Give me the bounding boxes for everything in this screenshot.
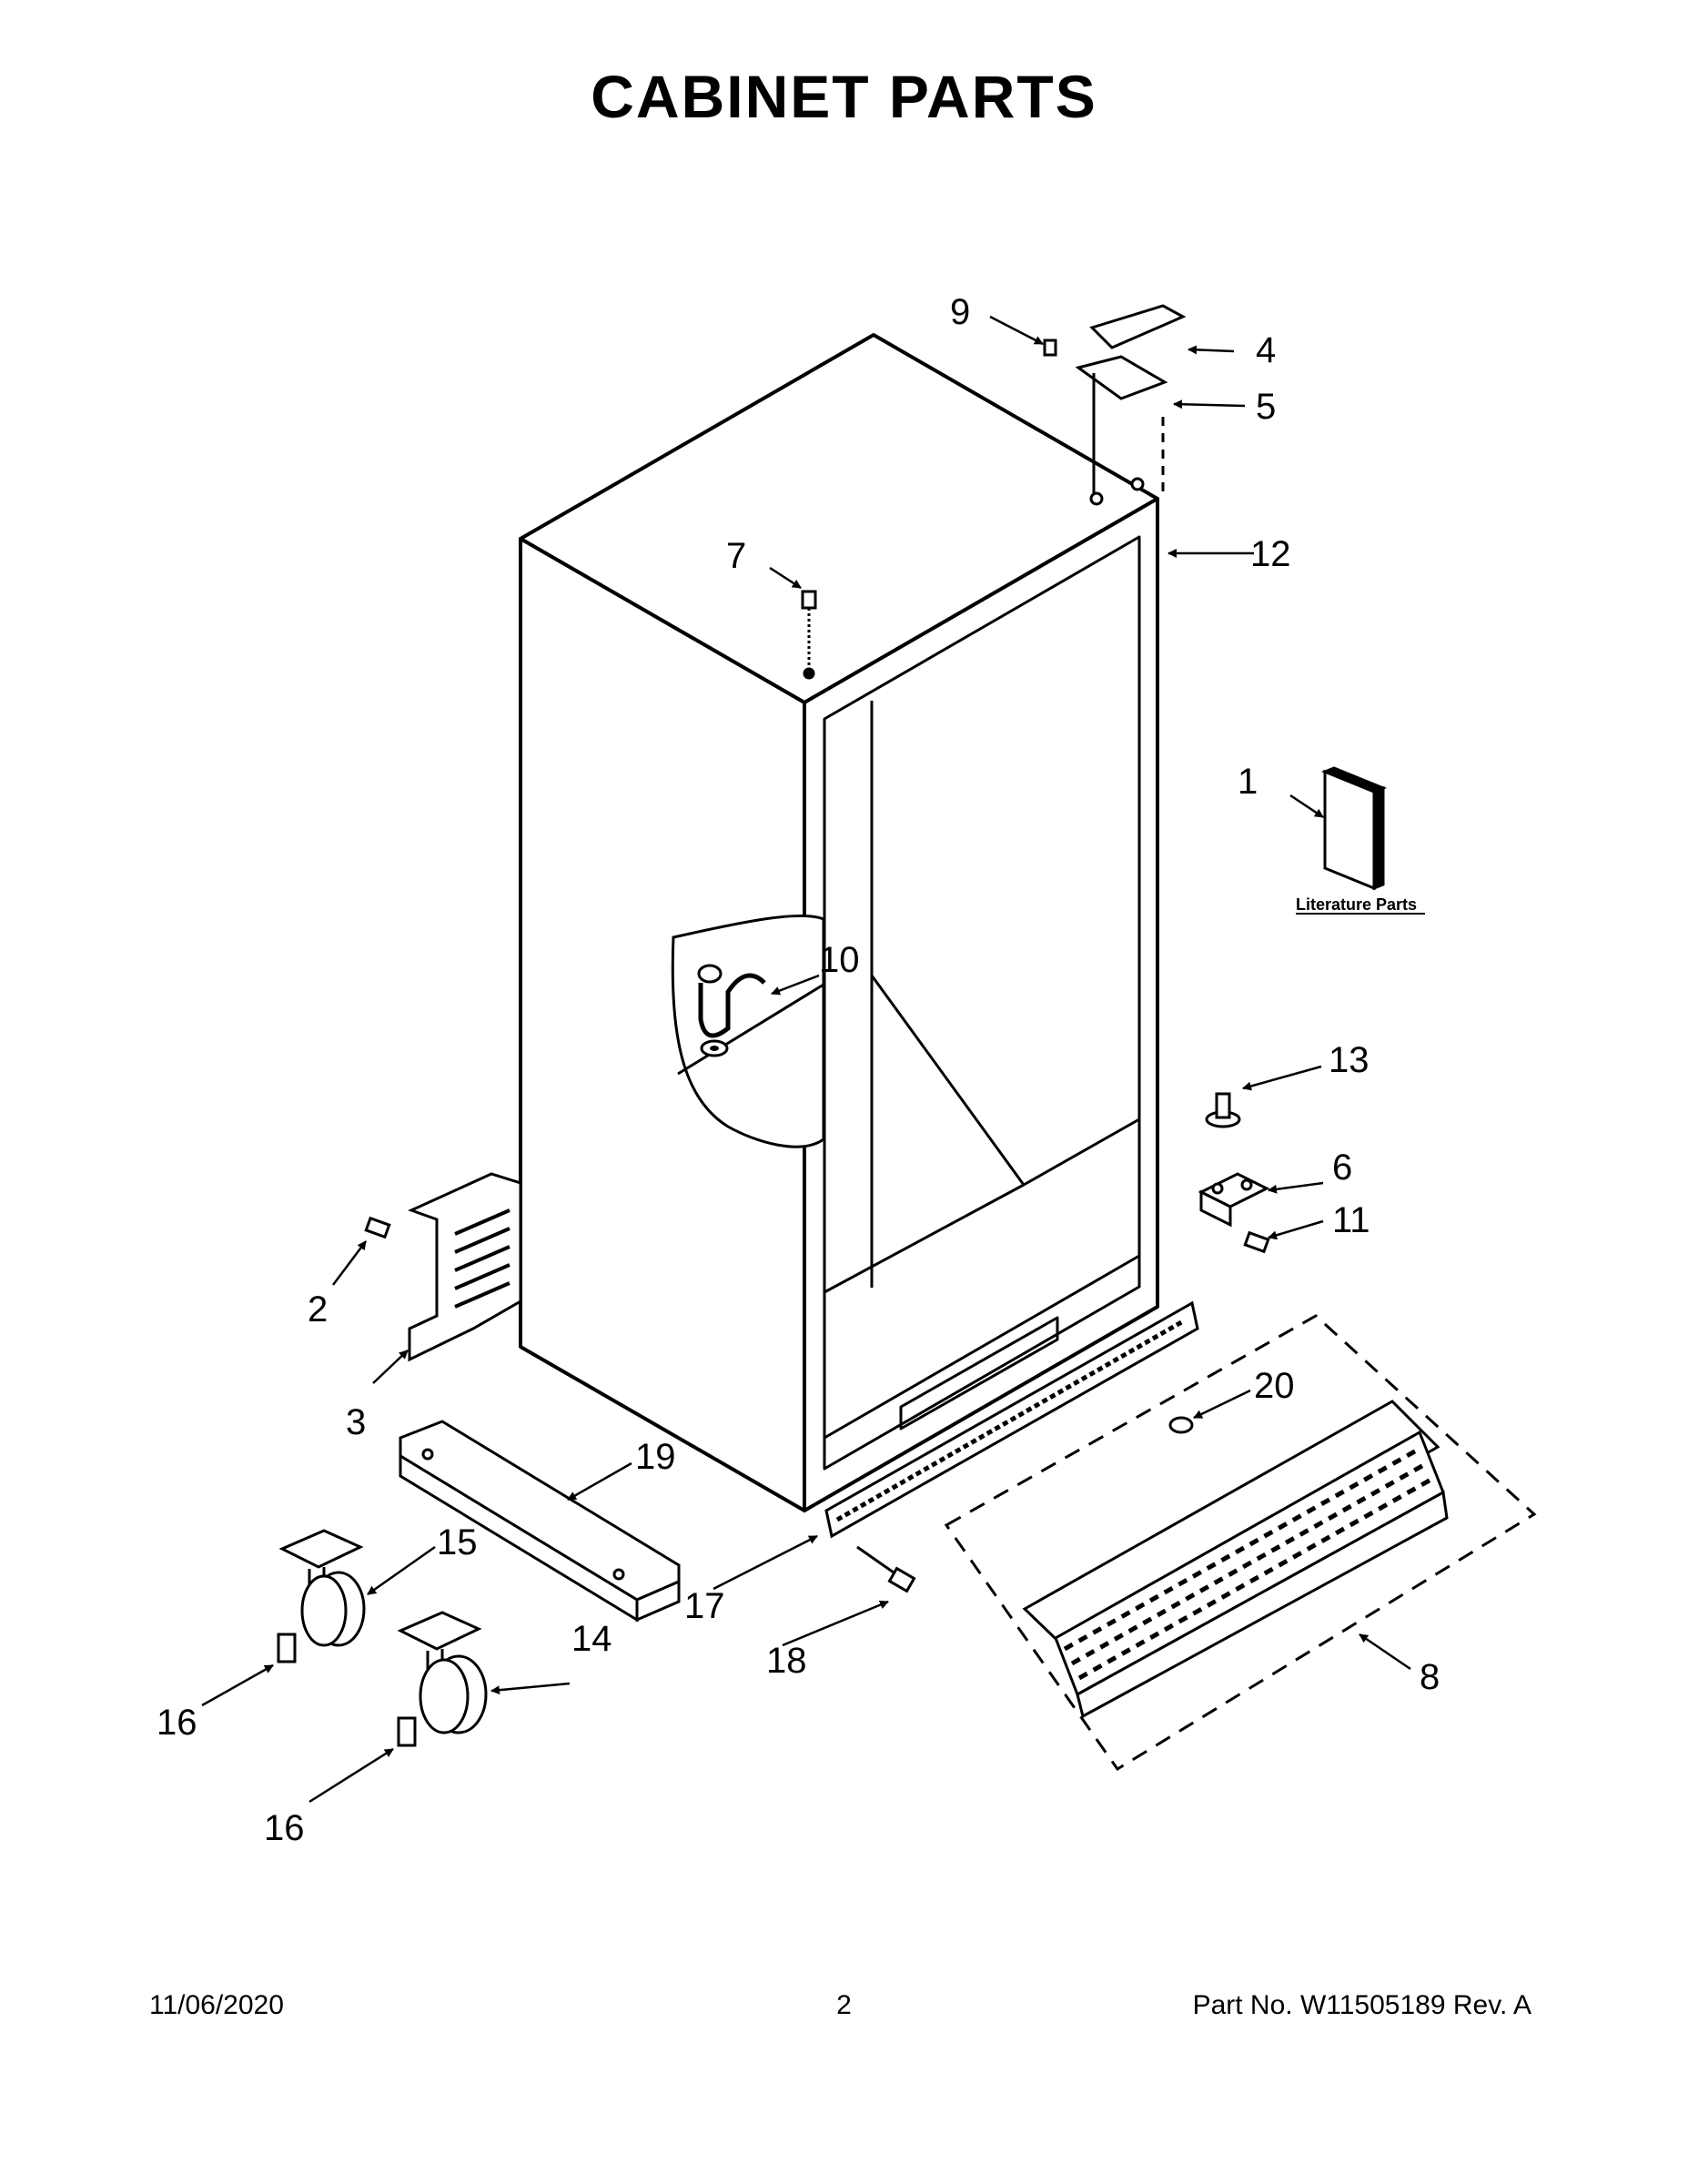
callout-9: 9 xyxy=(950,292,970,332)
callout-10: 10 xyxy=(819,940,860,980)
callout-3: 3 xyxy=(346,1402,366,1442)
washer-20 xyxy=(1168,1416,1194,1434)
caster-15 xyxy=(278,1529,366,1647)
callout-12: 12 xyxy=(1250,534,1291,574)
callout-4: 4 xyxy=(1256,330,1276,370)
footer-part-number: Part No. W11505189 Rev. A xyxy=(1192,1990,1531,2020)
callout-8: 8 xyxy=(1420,1657,1440,1697)
callout-14: 14 xyxy=(571,1619,612,1659)
stud-13 xyxy=(1205,1092,1241,1128)
screw-11 xyxy=(1243,1230,1270,1254)
footer-page-number: 2 xyxy=(836,1990,852,2020)
literature-parts-label: Literature Parts xyxy=(1296,895,1417,914)
callout-19: 19 xyxy=(635,1437,676,1477)
literature-booklet xyxy=(1320,766,1388,891)
screw-7 xyxy=(801,590,817,680)
leader-lines xyxy=(201,315,1411,1804)
callout-6: 6 xyxy=(1332,1148,1352,1188)
footer-date: 11/06/2020 xyxy=(149,1990,284,2020)
callout-20: 20 xyxy=(1254,1366,1295,1406)
bracket-6 xyxy=(1198,1172,1270,1228)
lower-grille xyxy=(824,1300,1199,1539)
rear-panel xyxy=(364,1172,522,1362)
bolt-16a xyxy=(277,1633,297,1663)
callout-2: 2 xyxy=(308,1289,328,1330)
callout-5: 5 xyxy=(1256,387,1276,427)
cabinet-shell xyxy=(519,333,1159,1512)
callout-16b: 16 xyxy=(264,1808,305,1848)
toe-plate-assembly xyxy=(944,1314,1537,1772)
top-hinge xyxy=(1043,304,1187,506)
screw-18 xyxy=(856,1545,916,1593)
callout-16a: 16 xyxy=(157,1703,197,1743)
callout-18: 18 xyxy=(766,1641,807,1681)
base-rail xyxy=(399,1420,681,1623)
callout-1: 1 xyxy=(1238,762,1258,802)
callout-11: 11 xyxy=(1332,1200,1370,1240)
callout-labels: 1 2 3 4 5 6 7 8 9 10 11 12 13 14 15 16 1… xyxy=(157,292,1440,1848)
caster-14 xyxy=(397,1611,488,1734)
bolt-16b xyxy=(397,1716,417,1747)
callout-17: 17 xyxy=(684,1586,725,1626)
callout-7: 7 xyxy=(726,536,746,576)
callout-15: 15 xyxy=(437,1522,478,1562)
callout-13: 13 xyxy=(1329,1040,1370,1080)
page-title: CABINET PARTS xyxy=(591,63,1097,130)
drain-cutaway xyxy=(671,914,825,1148)
